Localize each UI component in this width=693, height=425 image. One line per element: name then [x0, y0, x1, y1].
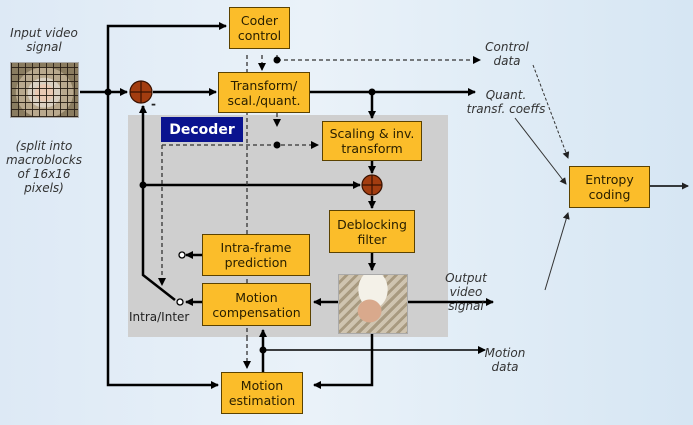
macroblock-note: (split into macroblocks of 16x16 pixels): [5, 139, 82, 195]
summing-node: [129, 80, 153, 104]
quant-coeffs-label: Quant. transf. coeffs: [466, 88, 546, 116]
minus-sign: -: [151, 97, 156, 111]
transform-quant-block: Transform/ scal./quant.: [218, 72, 310, 113]
motion-data-label: Motion data: [484, 346, 526, 374]
coder-control-block: Coder control: [229, 7, 290, 49]
adder-node: [361, 174, 383, 196]
decoder-label: Decoder: [161, 117, 243, 142]
input-signal-label: Input video signal: [10, 26, 78, 54]
output-signal-label: Output video signal: [445, 271, 487, 313]
entropy-coding-block: Entropy coding: [569, 166, 650, 208]
motion-compensation-block: Motion compensation: [202, 283, 311, 326]
intra-inter-switch-label: Intra/Inter: [129, 310, 190, 324]
motion-estimation-block: Motion estimation: [221, 372, 303, 414]
intra-frame-prediction-block: Intra-frame prediction: [202, 234, 310, 276]
input-frame-image: [10, 62, 79, 118]
scaling-inverse-transform-block: Scaling & inv. transform: [322, 121, 422, 161]
output-frame-image: [338, 274, 408, 334]
control-data-label: Control data: [485, 40, 529, 68]
deblocking-filter-block: Deblocking filter: [329, 210, 415, 253]
